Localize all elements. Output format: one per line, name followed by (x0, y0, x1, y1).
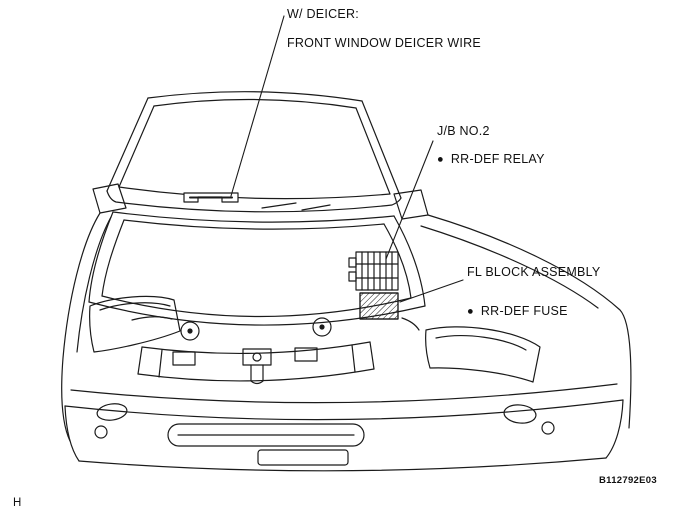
leader-line-jb (385, 140, 434, 260)
bullet-icon: ● (467, 305, 474, 318)
car-outline (61, 212, 632, 442)
headlight-left (89, 295, 181, 353)
engine-bay (131, 316, 420, 385)
jb-no2-box (348, 251, 399, 291)
fl-block-box (359, 292, 399, 320)
deicer-label-line1: W/ DEICER: (287, 7, 359, 21)
bullet-icon: ● (437, 153, 444, 166)
page-letter: H (13, 497, 22, 509)
rr-def-relay-label: ● RR-DEF RELAY (437, 153, 545, 166)
front-bumper (64, 383, 624, 472)
leader-line-fl-block (399, 279, 464, 303)
leader-line-deicer (230, 15, 285, 197)
headlight-right (425, 326, 541, 383)
license-plate-area (257, 449, 349, 466)
rr-def-relay-text: RR-DEF RELAY (450, 152, 545, 166)
jb-no2-label: J/B NO.2 (437, 124, 490, 138)
side-mirrors (92, 183, 429, 220)
leader-lines (230, 15, 464, 303)
rr-def-fuse-label: ● RR-DEF FUSE (467, 305, 568, 318)
fog-light-right (503, 404, 537, 424)
windshield (106, 91, 402, 213)
rr-def-fuse-text: RR-DEF FUSE (480, 304, 568, 318)
fog-light-left (96, 403, 128, 421)
fl-block-assembly-label: FL BLOCK ASSEMBLY (467, 265, 601, 279)
figure-code: B112792E03 (599, 475, 657, 486)
deicer-label-line2: FRONT WINDOW DEICER WIRE (287, 36, 481, 50)
